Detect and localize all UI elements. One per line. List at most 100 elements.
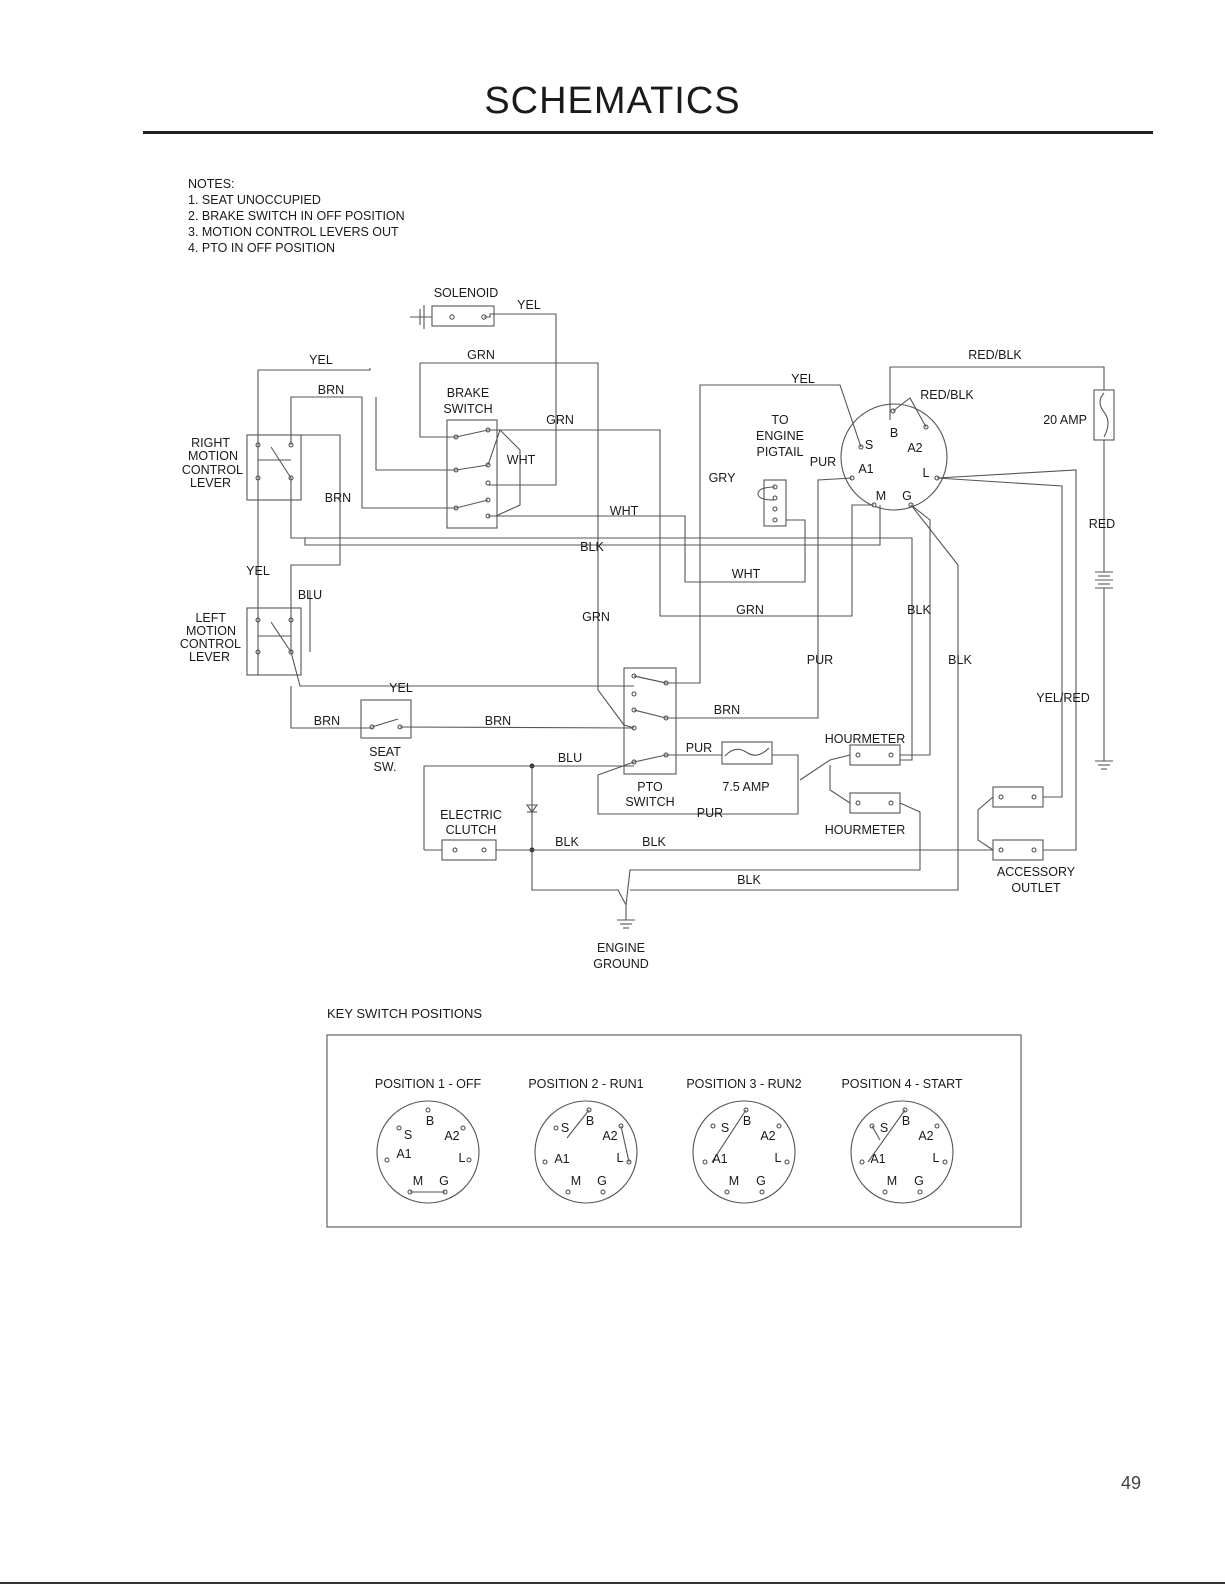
wire-label: PUR (810, 455, 836, 469)
pto-switch-box (623, 667, 677, 775)
right-lever-label: LEVER (190, 476, 231, 490)
wire-label: YEL (389, 681, 413, 695)
svg-text:L: L (617, 1151, 624, 1165)
left-lever-label: MOTION (186, 624, 236, 638)
key-terminal-label: G (902, 489, 912, 503)
hourmeter-box-1 (849, 744, 901, 766)
right-lever-label: MOTION (188, 449, 238, 463)
wire-label: BLK (580, 540, 604, 554)
position-label: POSITION 1 - OFF (375, 1077, 482, 1091)
wire-label: BLU (558, 751, 582, 765)
wires (257, 313, 1105, 906)
accessory-outlet-label: ACCESSORY (997, 865, 1076, 879)
left-lever-label: LEFT (195, 611, 226, 625)
pto-switch-label: SWITCH (625, 795, 674, 809)
hourmeter-label: HOURMETER (825, 732, 906, 746)
wire-label: PUR (686, 741, 712, 755)
key-terminal-label: L (923, 466, 930, 480)
battery-ground-symbol (1095, 755, 1113, 770)
accessory-outlet-label: OUTLET (1011, 881, 1061, 895)
svg-text:S: S (404, 1128, 412, 1142)
wire-label: PUR (697, 806, 723, 820)
wire-label: GRN (582, 610, 610, 624)
title-rule (143, 131, 1153, 134)
clutch-label: CLUTCH (446, 823, 497, 837)
wire-label: BLK (737, 873, 761, 887)
wire-label: RED/BLK (920, 388, 974, 402)
pigtail-label: TO (771, 413, 788, 427)
svg-text:L: L (933, 1151, 940, 1165)
wire-label: WHT (732, 567, 761, 581)
svg-text:A2: A2 (760, 1129, 775, 1143)
wire-label: BRN (485, 714, 511, 728)
wire-label: RED (1089, 517, 1115, 531)
svg-text:M: M (729, 1174, 739, 1188)
wire-label: YEL (309, 353, 333, 367)
battery-symbol (1095, 571, 1113, 589)
left-lever-label: CONTROL (180, 637, 241, 651)
note-item: 3. MOTION CONTROL LEVERS OUT (188, 225, 399, 239)
solenoid-label: SOLENOID (434, 286, 499, 300)
hourmeter-label: HOURMETER (825, 823, 906, 837)
fuse-20amp (1093, 389, 1115, 441)
svg-text:G: G (914, 1174, 924, 1188)
svg-text:A2: A2 (918, 1129, 933, 1143)
wire-label: PUR (807, 653, 833, 667)
svg-text:B: B (743, 1114, 751, 1128)
key-terminal-label: A2 (907, 441, 922, 455)
svg-text:B: B (902, 1114, 910, 1128)
wire-label: BRN (314, 714, 340, 728)
svg-text:B: B (586, 1114, 594, 1128)
key-terminal-label: S (865, 438, 873, 452)
svg-text:M: M (413, 1174, 423, 1188)
diode-symbol (525, 763, 539, 853)
pigtail-label: PIGTAIL (756, 445, 803, 459)
hourmeter-box-2 (849, 792, 901, 814)
page-number: 49 (1120, 1473, 1141, 1493)
fuse-20-label: 20 AMP (1043, 413, 1087, 427)
key-terminal-label: A1 (858, 462, 873, 476)
page-title: SCHEMATICS (484, 80, 741, 122)
note-item: 1. SEAT UNOCCUPIED (188, 193, 321, 207)
wire-label: WHT (507, 453, 536, 467)
brake-switch-label: BRAKE (447, 386, 489, 400)
key-terminal-label: B (890, 426, 898, 440)
wire-label: GRY (709, 471, 737, 485)
accessory-box-upper (992, 786, 1044, 808)
position-label: POSITION 3 - RUN2 (686, 1077, 801, 1091)
wire-label: WHT (610, 504, 639, 518)
key-position-4: POSITION 4 - START S B A2 A1 L M G (841, 1077, 963, 1204)
wire-label: BRN (325, 491, 351, 505)
seat-switch-label: SEAT (369, 745, 401, 759)
seat-switch-label: SW. (374, 760, 397, 774)
svg-text:A1: A1 (554, 1152, 569, 1166)
engine-ground-label: ENGINE (597, 941, 645, 955)
key-position-2: POSITION 2 - RUN1 S B A2 A1 L M G (528, 1077, 644, 1204)
clutch-label: ELECTRIC (440, 808, 502, 822)
svg-text:A1: A1 (712, 1152, 727, 1166)
svg-text:G: G (597, 1174, 607, 1188)
svg-text:L: L (775, 1151, 782, 1165)
svg-text:B: B (426, 1114, 434, 1128)
svg-text:A2: A2 (444, 1129, 459, 1143)
pto-switch-label: PTO (637, 780, 663, 794)
svg-text:M: M (887, 1174, 897, 1188)
notes-heading: NOTES: (188, 177, 235, 191)
fuse-7-5-label: 7.5 AMP (722, 780, 769, 794)
wire-labels: YEL YEL GRN BRN GRN WHT BRN WHT BLK WHT … (246, 298, 1115, 887)
svg-text:A1: A1 (870, 1152, 885, 1166)
svg-text:S: S (721, 1121, 729, 1135)
wire-label: GRN (546, 413, 574, 427)
engine-ground-label: GROUND (593, 957, 649, 971)
key-switch-main (840, 403, 948, 511)
wire-label: BLK (907, 603, 931, 617)
left-lever-box (246, 607, 302, 676)
engine-pigtail-box (757, 479, 787, 527)
key-position-1: POSITION 1 - OFF S B A2 A1 L M G (375, 1077, 482, 1204)
notes: NOTES: 1. SEAT UNOCCUPIED 2. BRAKE SWITC… (188, 176, 405, 256)
svg-text:L: L (459, 1151, 466, 1165)
solenoid-symbol (410, 305, 495, 329)
wire-label: BLK (642, 835, 666, 849)
right-lever-box (246, 434, 302, 501)
left-lever-label: LEVER (189, 650, 230, 664)
